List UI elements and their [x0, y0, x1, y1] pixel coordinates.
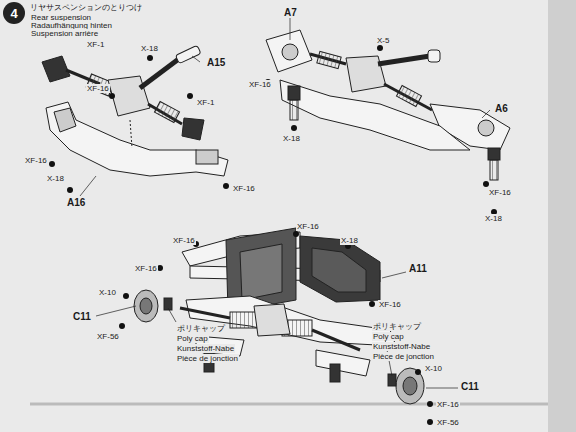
paint-code: XF-56: [436, 418, 460, 427]
part-note: Kunststoff-Nabe: [176, 344, 235, 353]
part-note: Kunststoff-Nabe: [372, 342, 431, 351]
part-number: A15: [206, 58, 226, 67]
paint-code: XF-16: [248, 80, 272, 89]
paint-code: XF-16: [232, 184, 256, 193]
part-number: A6: [494, 104, 509, 113]
paint-code: X-18: [340, 236, 359, 245]
title-translation: Suspension arrière: [30, 29, 99, 38]
part-number: A7: [283, 8, 298, 17]
paint-code: XF-16: [378, 300, 402, 309]
paint-code: XF-1: [196, 98, 215, 107]
paint-code: XF-56: [96, 332, 120, 341]
part-note: Pièce de jonction: [176, 354, 239, 363]
paint-code: XF-16: [488, 188, 512, 197]
paint-code: X-18: [140, 44, 159, 53]
paint-code: XF-16: [134, 264, 158, 273]
part-note: Poly cap: [372, 332, 405, 341]
paint-code: XF-16: [86, 84, 110, 93]
paint-code: X-10: [424, 364, 443, 373]
step-number-circle: 4: [3, 2, 25, 24]
paint-code: XF-16: [172, 236, 196, 245]
paint-code: X-18: [282, 134, 301, 143]
part-note: Pièce de jonction: [372, 352, 435, 361]
part-note: ポリキャップ: [372, 322, 422, 331]
step-title: リヤサスペンションのとりつけ: [30, 3, 142, 12]
part-number: C11: [72, 312, 92, 321]
paint-code: XF-1: [86, 40, 105, 49]
step-number: 4: [10, 6, 17, 21]
part-note: ポリキャップ: [176, 324, 226, 333]
paint-code: XF-16: [436, 400, 460, 409]
paint-code: X-18: [46, 174, 65, 183]
part-number: A16: [66, 198, 86, 207]
part-number: A11: [408, 264, 428, 273]
part-note: Poly cap: [176, 334, 209, 343]
paint-code: X-18: [484, 214, 503, 223]
paint-code: X-5: [376, 36, 390, 45]
paint-code: XF-16: [24, 156, 48, 165]
part-number: C11: [460, 382, 480, 391]
paint-code: XF-16: [296, 222, 320, 231]
paint-code: X-10: [98, 288, 117, 297]
